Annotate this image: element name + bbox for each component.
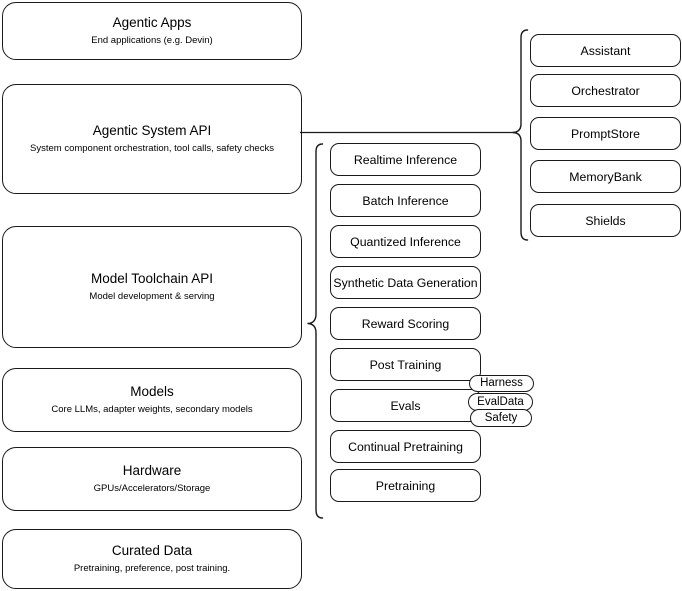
pill-label: EvalData — [477, 395, 524, 408]
layer-box-agentic-apps[interactable]: Agentic Apps End applications (e.g. Devi… — [2, 2, 302, 60]
pill-badge-evaldata[interactable]: EvalData — [468, 393, 533, 411]
item-label: Evals — [390, 398, 421, 413]
item-label: Batch Inference — [362, 193, 449, 208]
item-label: Pretraining — [375, 478, 436, 493]
layer-subtitle: GPUs/Accelerators/Storage — [93, 483, 211, 494]
item-box-pretraining[interactable]: Pretraining — [330, 469, 481, 502]
connector-agentic-system-api-to-components — [300, 131, 514, 134]
item-label: PromptStore — [570, 126, 641, 141]
layer-title: Models — [130, 384, 174, 399]
item-label: Reward Scoring — [361, 316, 450, 331]
item-label: Realtime Inference — [353, 152, 458, 167]
pill-badge-safety[interactable]: Safety — [470, 409, 532, 427]
layer-box-curated-data[interactable]: Curated Data Pretraining, preference, po… — [2, 529, 302, 589]
layer-title: Model Toolchain API — [90, 271, 214, 286]
item-box-orchestrator[interactable]: Orchestrator — [530, 74, 681, 107]
item-box-memorybank[interactable]: MemoryBank — [530, 160, 681, 193]
layer-box-hardware[interactable]: Hardware GPUs/Accelerators/Storage — [2, 447, 302, 511]
item-box-batch-inference[interactable]: Batch Inference — [330, 184, 481, 217]
item-box-synthetic-data-generation[interactable]: Synthetic Data Generation — [330, 266, 481, 299]
layer-title: Agentic Apps — [112, 15, 192, 30]
item-box-shields[interactable]: Shields — [530, 204, 681, 237]
layer-subtitle: Core LLMs, adapter weights, secondary mo… — [51, 404, 253, 415]
pill-label: Safety — [484, 411, 518, 424]
item-label: Orchestrator — [571, 83, 640, 98]
layer-subtitle: Model development & serving — [89, 291, 215, 302]
layer-box-agentic-system-api[interactable]: Agentic System API System component orch… — [2, 84, 302, 194]
layer-title: Agentic System API — [92, 123, 212, 138]
item-label: Post Training — [369, 357, 442, 372]
layer-subtitle: End applications (e.g. Devin) — [91, 35, 213, 46]
item-label: MemoryBank — [569, 169, 642, 184]
item-label: Shields — [585, 213, 626, 228]
item-box-promptstore[interactable]: PromptStore — [530, 117, 681, 150]
item-label: Continual Pretraining — [348, 439, 463, 454]
item-label: Assistant — [580, 43, 631, 58]
item-box-reward-scoring[interactable]: Reward Scoring — [330, 307, 481, 340]
layer-title: Curated Data — [111, 543, 193, 558]
item-box-continual-pretraining[interactable]: Continual Pretraining — [330, 430, 481, 463]
item-box-quantized-inference[interactable]: Quantized Inference — [330, 225, 481, 258]
item-box-post-training[interactable]: Post Training — [330, 348, 481, 381]
pill-label: Harness — [480, 377, 523, 389]
brace-agentic-system — [512, 29, 529, 241]
item-label: Synthetic Data Generation — [333, 275, 478, 290]
item-box-assistant[interactable]: Assistant — [530, 34, 681, 67]
item-box-evals[interactable]: Evals — [330, 389, 481, 422]
layer-box-model-toolchain-api[interactable]: Model Toolchain API Model development & … — [2, 226, 302, 348]
layer-subtitle: System component orchestration, tool cal… — [30, 143, 274, 154]
layer-subtitle: Pretraining, preference, post training. — [73, 563, 231, 574]
pill-badge-harness[interactable]: Harness — [469, 375, 534, 392]
layer-title: Hardware — [122, 463, 182, 478]
layer-box-models[interactable]: Models Core LLMs, adapter weights, secon… — [2, 368, 302, 432]
brace-model-toolchain — [307, 143, 324, 519]
item-label: Quantized Inference — [350, 234, 461, 249]
item-box-realtime-inference[interactable]: Realtime Inference — [330, 143, 481, 176]
